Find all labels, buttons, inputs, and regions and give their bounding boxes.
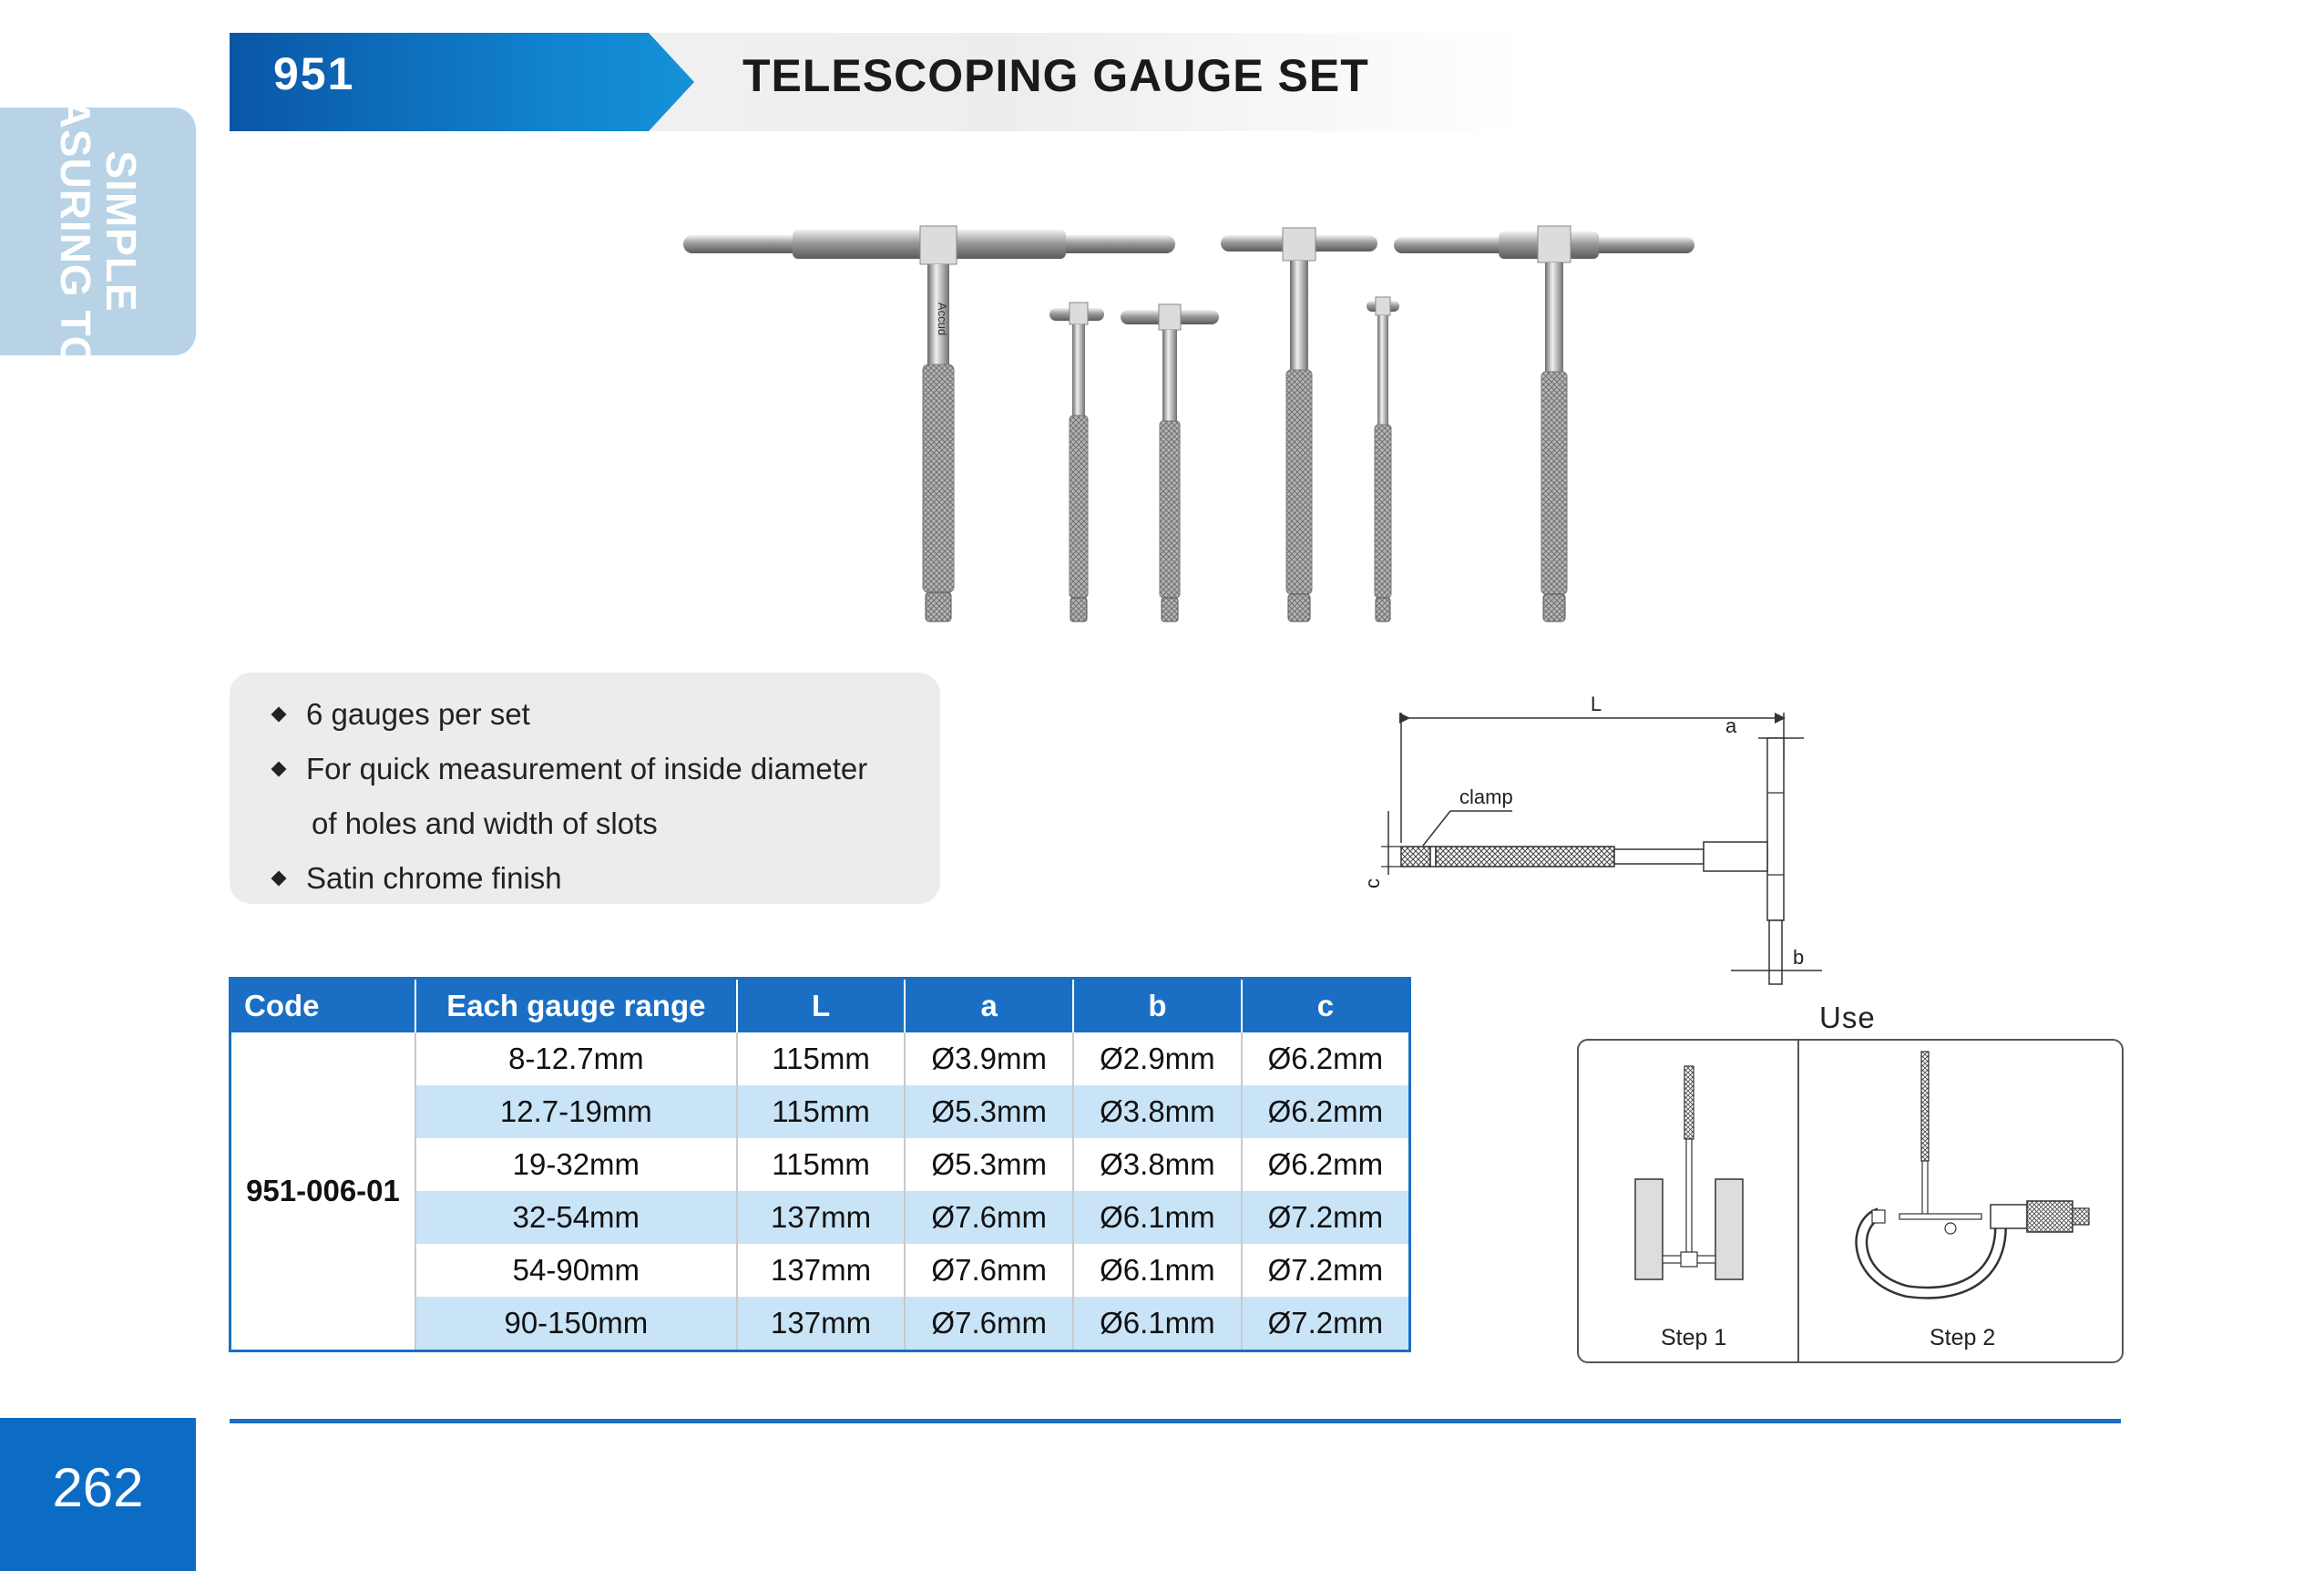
table-row: 12.7-19mm 115mm Ø5.3mm Ø3.8mm Ø6.2mm — [230, 1085, 1410, 1138]
features-panel: 6 gauges per set For quick measurement o… — [230, 673, 940, 904]
dim-label-a: a — [1725, 714, 1737, 737]
table-row: 54-90mm 137mm Ø7.6mm Ø6.1mm Ø7.2mm — [230, 1244, 1410, 1297]
spec-table: Code Each gauge range L a b c 951-006-01… — [229, 977, 1411, 1352]
cell-b: Ø2.9mm — [1073, 1032, 1243, 1085]
cell-L: 115mm — [736, 1032, 906, 1085]
cell-range: 90-150mm — [415, 1297, 738, 1351]
use-title: Use — [1819, 1001, 1876, 1034]
cell-range: 8-12.7mm — [415, 1032, 738, 1085]
dimension-diagram: L a b c clamp — [1361, 693, 1822, 985]
cell-c: Ø7.2mm — [1241, 1297, 1410, 1351]
gauge-small-3 — [1367, 296, 1399, 622]
step1-label: Step 1 — [1661, 1325, 1727, 1350]
feature-text-continued: of holes and width of slots — [312, 806, 658, 840]
dim-label-clamp: clamp — [1459, 786, 1513, 808]
page-title: TELESCOPING GAUGE SET — [742, 50, 1369, 101]
cell-a: Ø7.6mm — [905, 1191, 1075, 1244]
code-cell: 951-006-01 — [230, 1032, 416, 1351]
step2-label: Step 2 — [1930, 1325, 1996, 1350]
cell-c: Ø7.2mm — [1267, 1253, 1384, 1287]
cell-c: Ø7.2mm — [1241, 1191, 1410, 1244]
feature-item: For quick measurement of inside diameter — [270, 742, 867, 796]
product-code: 951 — [273, 48, 355, 99]
dim-label-L: L — [1591, 693, 1602, 715]
cell-b: Ø6.1mm — [1073, 1244, 1243, 1297]
cell-a: Ø7.6mm — [905, 1297, 1075, 1351]
use-steps-drawing — [1634, 1051, 2090, 1299]
table-header-row: Code Each gauge range L a b c — [230, 978, 1410, 1032]
section-tab — [0, 108, 196, 355]
cell-L: 137mm — [736, 1244, 906, 1297]
gauge-small-1 — [1049, 302, 1104, 622]
header-code-arrow — [230, 33, 694, 131]
page-number-box — [0, 1418, 196, 1571]
feature-item: 6 gauges per set — [270, 687, 867, 742]
feature-item: Satin chrome finish — [270, 851, 867, 906]
bullet-diamond-icon — [271, 706, 287, 723]
dim-label-b: b — [1793, 946, 1804, 969]
feature-text: For quick measurement of inside diameter — [306, 752, 868, 786]
step2-drawing — [1855, 1051, 2090, 1299]
gauge-large-2 — [1394, 225, 1694, 622]
cell-L: 115mm — [736, 1085, 906, 1138]
section-tab-line1: SIMPLE — [97, 150, 145, 313]
cell-b: Ø6.1mm — [1073, 1191, 1243, 1244]
feature-text: Satin chrome finish — [306, 861, 562, 895]
cell-range: 32-54mm — [415, 1191, 738, 1244]
cell-b: Ø6.1mm — [1073, 1297, 1243, 1351]
header-b: b — [1073, 978, 1243, 1032]
table-row: 19-32mm 115mm Ø5.3mm Ø3.8mm Ø6.2mm — [230, 1138, 1410, 1191]
cell-a: Ø5.3mm — [905, 1138, 1075, 1191]
cell-c: Ø6.2mm — [1267, 1147, 1384, 1181]
gauge-brand: Accud — [936, 303, 949, 335]
use-divider — [1797, 1041, 1799, 1361]
use-illustration: Step 1 Step 2 — [1577, 1039, 2124, 1363]
table-row: 90-150mm 137mm Ø7.6mm Ø6.1mm Ø7.2mm — [230, 1297, 1410, 1351]
header-L: L — [736, 978, 906, 1032]
cell-b: Ø3.8mm — [1073, 1138, 1243, 1191]
features-list: 6 gauges per set For quick measurement o… — [270, 687, 867, 906]
cell-range: 54-90mm — [415, 1244, 738, 1297]
cell-b: Ø3.8mm — [1073, 1085, 1243, 1138]
section-tab-label: SIMPLE MEASURING TOOL — [52, 33, 145, 430]
gauge-small-2 — [1121, 303, 1219, 622]
cell-L: 115mm — [736, 1138, 906, 1191]
header-code: Code — [230, 978, 416, 1032]
cell-L: 137mm — [736, 1191, 906, 1244]
bullet-diamond-icon — [271, 870, 287, 887]
gauge-large-1: Accud — [683, 225, 1175, 622]
header-range: Each gauge range — [415, 978, 738, 1032]
step1-drawing — [1634, 1065, 1744, 1280]
cell-a: Ø3.9mm — [905, 1032, 1075, 1085]
gauge-medium-1 — [1221, 227, 1377, 622]
table-row: 951-006-01 8-12.7mm 115mm Ø3.9mm Ø2.9mm … — [230, 1032, 1410, 1351]
product-photo: Accud — [683, 225, 1694, 622]
cell-a: Ø7.6mm — [905, 1244, 1075, 1297]
bullet-diamond-icon — [271, 761, 287, 777]
table-row: 32-54mm 137mm Ø7.6mm Ø6.1mm Ø7.2mm — [230, 1191, 1410, 1244]
section-tab-line2: MEASURING TOOL — [52, 33, 99, 430]
cell-range: 12.7-19mm — [415, 1085, 738, 1138]
cell-a: Ø5.3mm — [905, 1085, 1075, 1138]
cell-L: 137mm — [736, 1297, 906, 1351]
dim-label-c: c — [1361, 878, 1384, 888]
page-number: 262 — [52, 1457, 144, 1518]
header-c: c — [1241, 978, 1410, 1032]
cell-c: Ø6.2mm — [1267, 1042, 1384, 1075]
footer-rule — [230, 1419, 2121, 1423]
header-a: a — [905, 978, 1075, 1032]
feature-text: 6 gauges per set — [306, 697, 530, 731]
cell-range: 19-32mm — [415, 1138, 738, 1191]
cell-c: Ø6.2mm — [1241, 1085, 1410, 1138]
